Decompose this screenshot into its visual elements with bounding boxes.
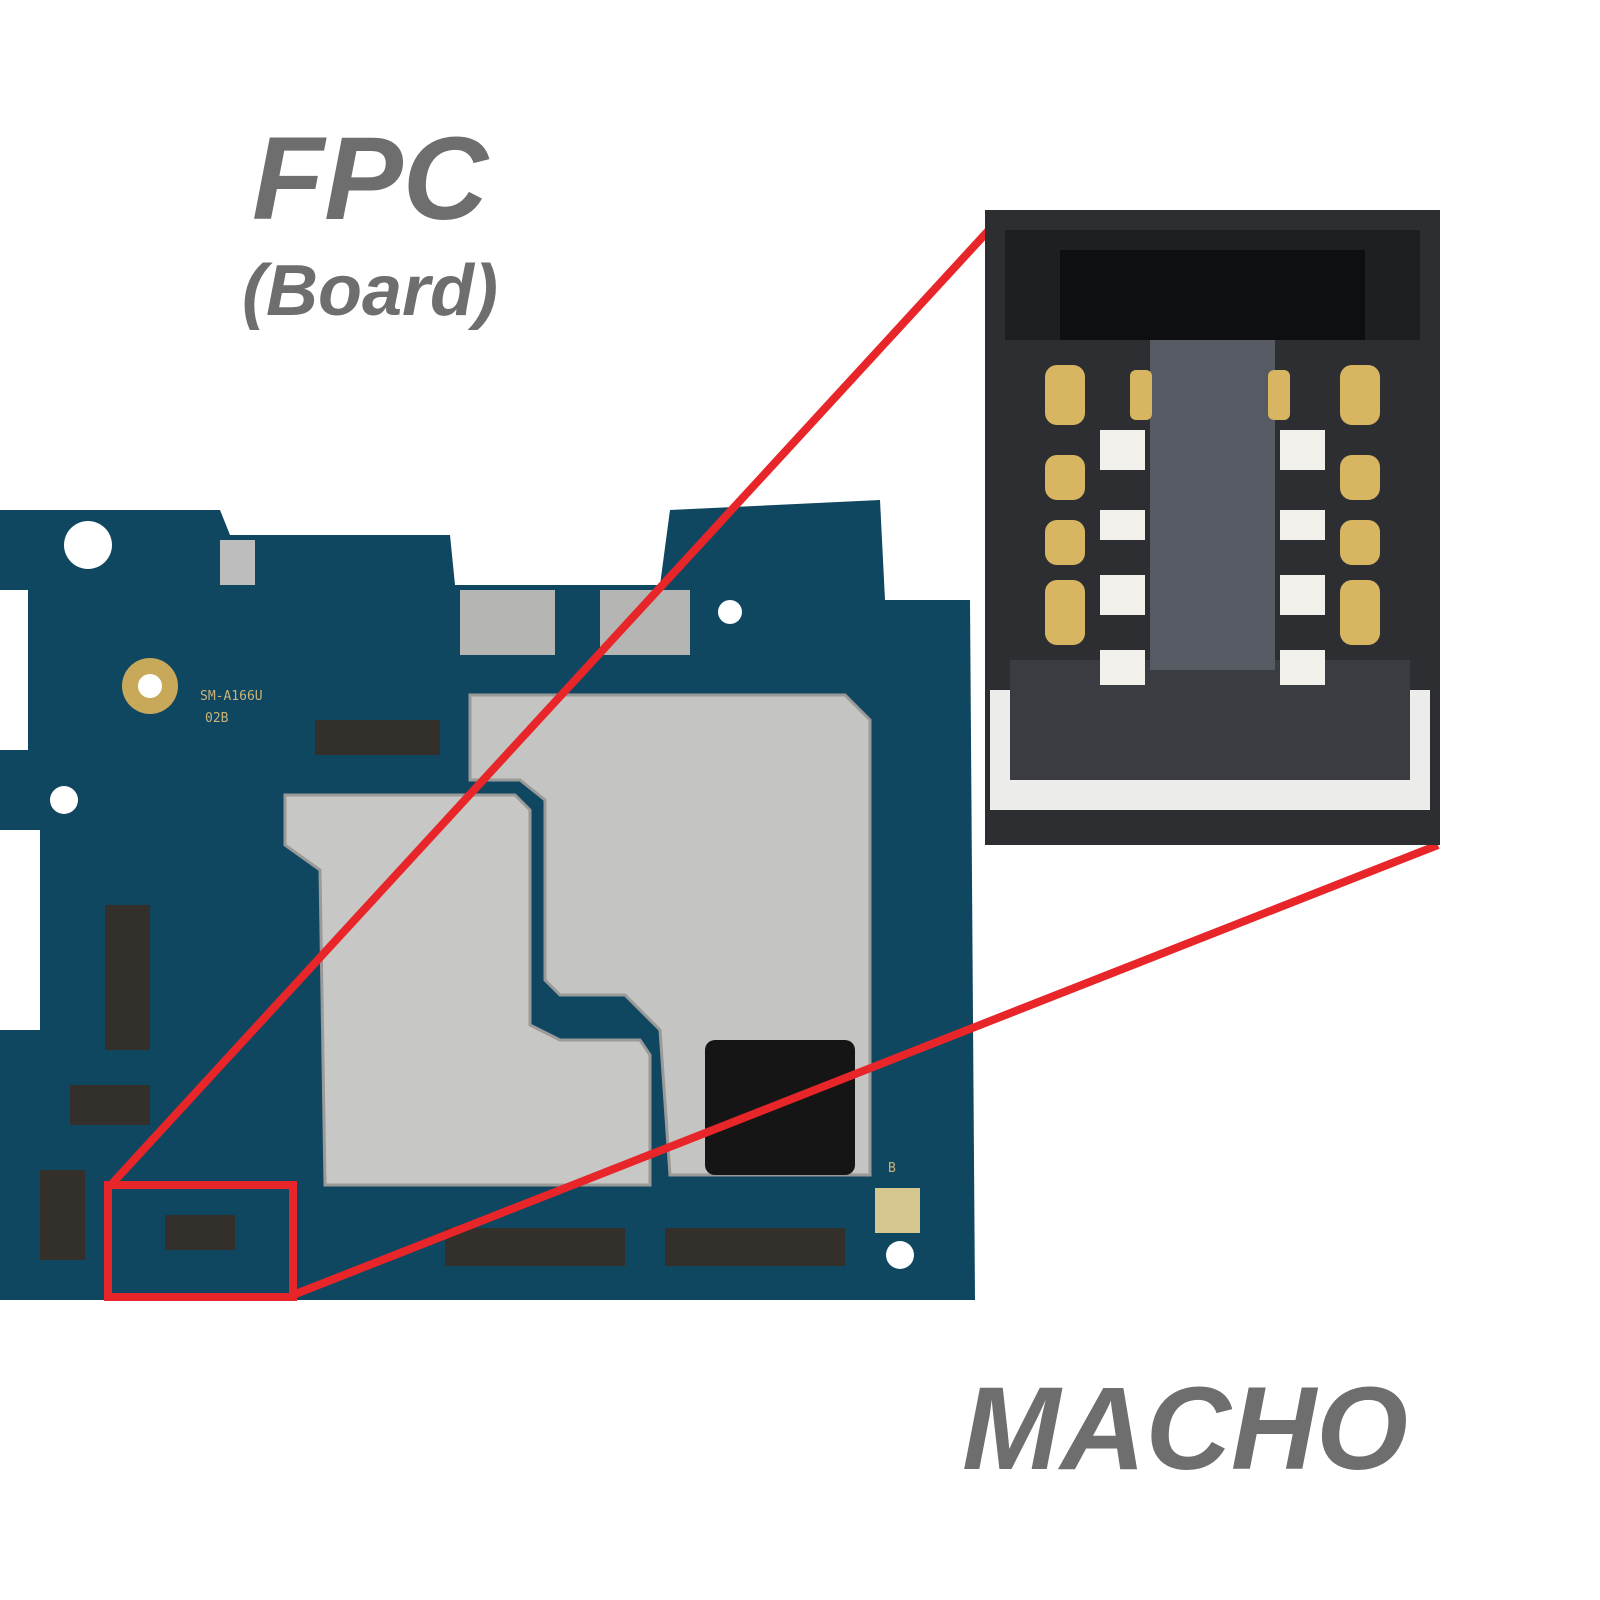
connector-closeup — [985, 210, 1440, 845]
heading-subtitle: (Board) — [242, 251, 498, 331]
connector — [315, 720, 440, 755]
heading-title: FPC — [252, 113, 488, 245]
zoom-line-top — [105, 215, 1003, 1191]
mount-hole — [64, 521, 112, 569]
highlight-box — [104, 1181, 297, 1301]
silk-mark: B — [888, 1161, 896, 1176]
zoom-line-bottom — [291, 841, 1440, 1299]
silk-model: SM-A166U — [200, 689, 263, 704]
contact-pins — [1045, 365, 1380, 645]
gender-label: MACHO — [962, 1363, 1408, 1495]
silk-revision: 02B — [205, 711, 229, 726]
